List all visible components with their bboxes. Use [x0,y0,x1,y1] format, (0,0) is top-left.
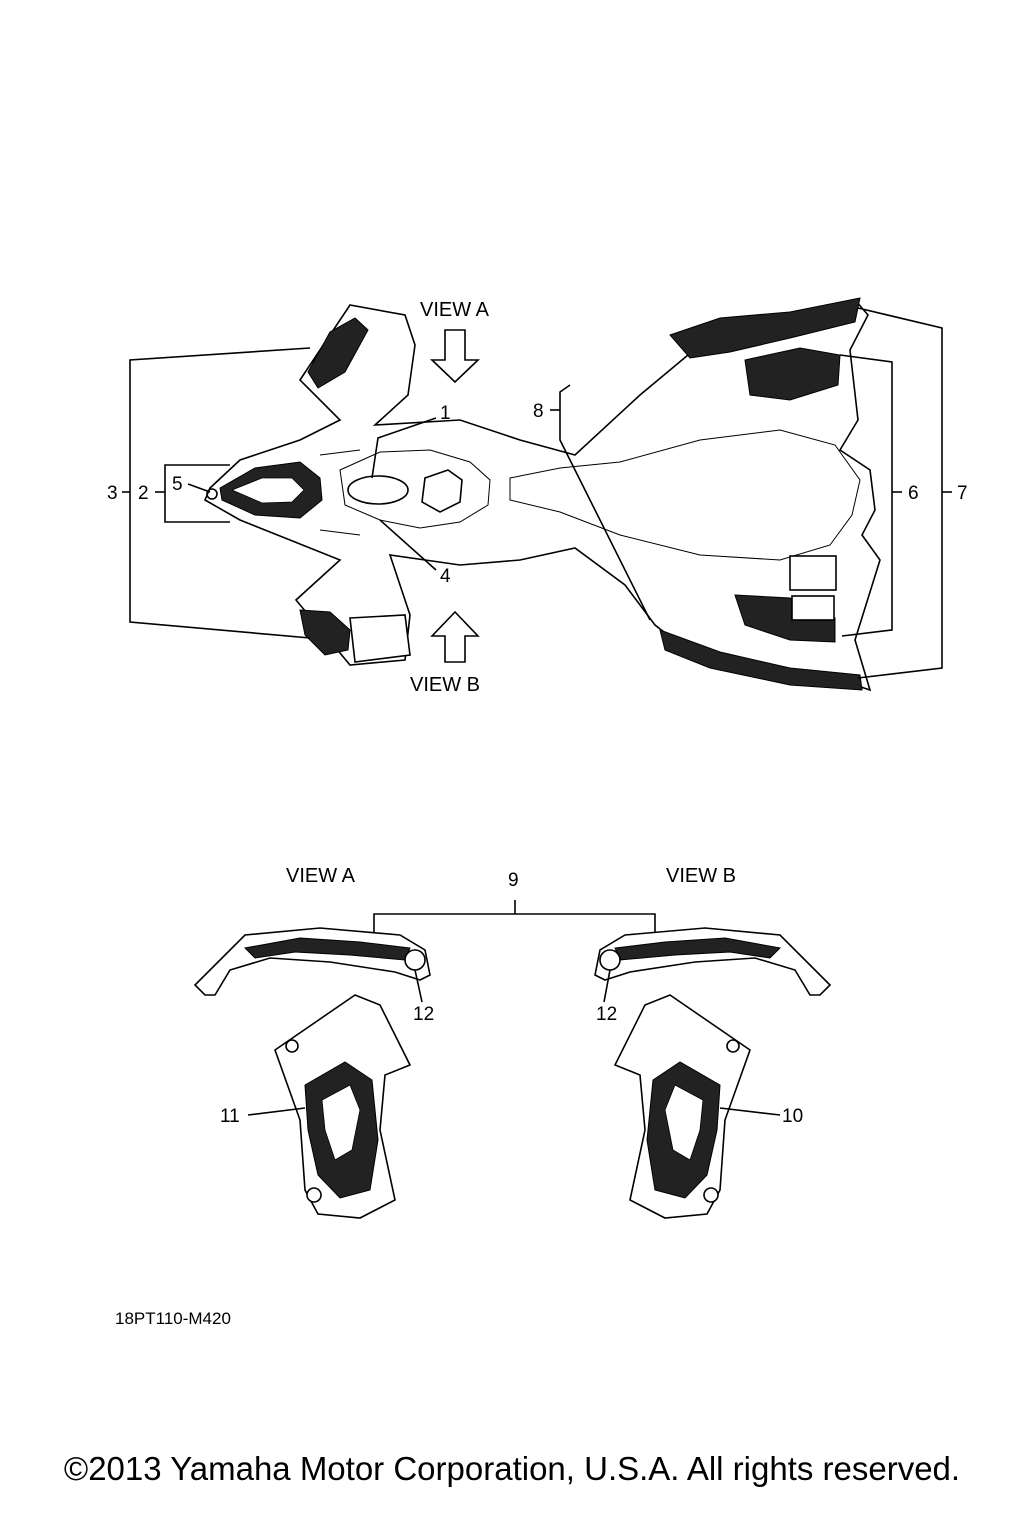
callout-8: 8 [533,401,544,422]
leader-10 [719,1107,781,1116]
handlebar-line [319,449,361,536]
view-b-label-bottom: VIEW B [666,865,736,887]
shroud-right-bolt-top [726,1039,740,1053]
rear-plate-lower [791,595,835,621]
fender-decal-lower [299,609,351,656]
view-a-label-bottom: VIEW A [286,865,356,887]
side-cover-right-emblem [599,949,621,971]
bracket-7 [857,307,943,679]
shroud-left-bolt-bottom [306,1187,322,1203]
callout-7: 7 [957,483,968,504]
callout-5: 5 [172,474,183,495]
view-b-label-top: VIEW B [410,674,480,696]
leader-11 [247,1107,306,1116]
leader-12-left [414,969,423,1003]
callout-3: 3 [107,483,118,504]
shroud-right-decal-highlight [664,1084,704,1161]
leader-12-right [603,969,611,1003]
callout-9: 9 [508,870,519,891]
leader-4 [379,519,437,571]
top-view-assembly [122,297,952,692]
view-b-arrow [430,610,480,663]
callout-11: 11 [220,1106,240,1127]
callout-4: 4 [440,566,451,587]
shroud-left-bolt-top [285,1039,299,1053]
callout-12-left: 12 [413,1004,434,1025]
side-cover-left-emblem [404,949,426,971]
rear-decal-side-lower [734,594,836,643]
callout-2: 2 [138,483,149,504]
callout-1: 1 [440,403,451,424]
front-emblem-circle [206,488,218,500]
bracket-9 [373,900,656,945]
steering-plate [421,469,463,513]
view-a-arrow [430,329,480,384]
leader-1 [371,417,437,479]
bracket-2 [164,464,230,523]
number-plate-lower [349,614,411,663]
leader-5 [187,483,211,493]
front-graphic-highlight [230,477,305,504]
callout-12-right: 12 [596,1004,617,1025]
bracket-8 [559,384,651,621]
bracket-6 [839,354,893,637]
rear-decal-upper [669,297,861,359]
view-a-label-top: VIEW A [420,299,490,321]
copyright-notice: ©2013 Yamaha Motor Corporation, U.S.A. A… [63,1450,961,1487]
shroud-left-decal-highlight [321,1084,361,1161]
rear-plate-upper [789,555,837,591]
drawing-code: 18PT110-M420 [115,1309,231,1328]
side-panels-assembly [193,900,832,1219]
seat-outline [509,429,861,561]
callout-6: 6 [908,483,919,504]
fuel-cap-oval [347,475,409,505]
rear-decal-lower [659,629,863,691]
front-fender-outline [203,299,881,692]
side-cover-right [594,927,832,996]
side-cover-left [193,927,431,996]
rear-decal-side-upper [744,347,841,401]
tank-outline [339,449,491,529]
callout-10: 10 [782,1106,803,1127]
shroud-right-bolt-bottom [703,1187,719,1203]
fender-decal-upper [307,317,369,389]
bracket-3 [129,347,311,639]
